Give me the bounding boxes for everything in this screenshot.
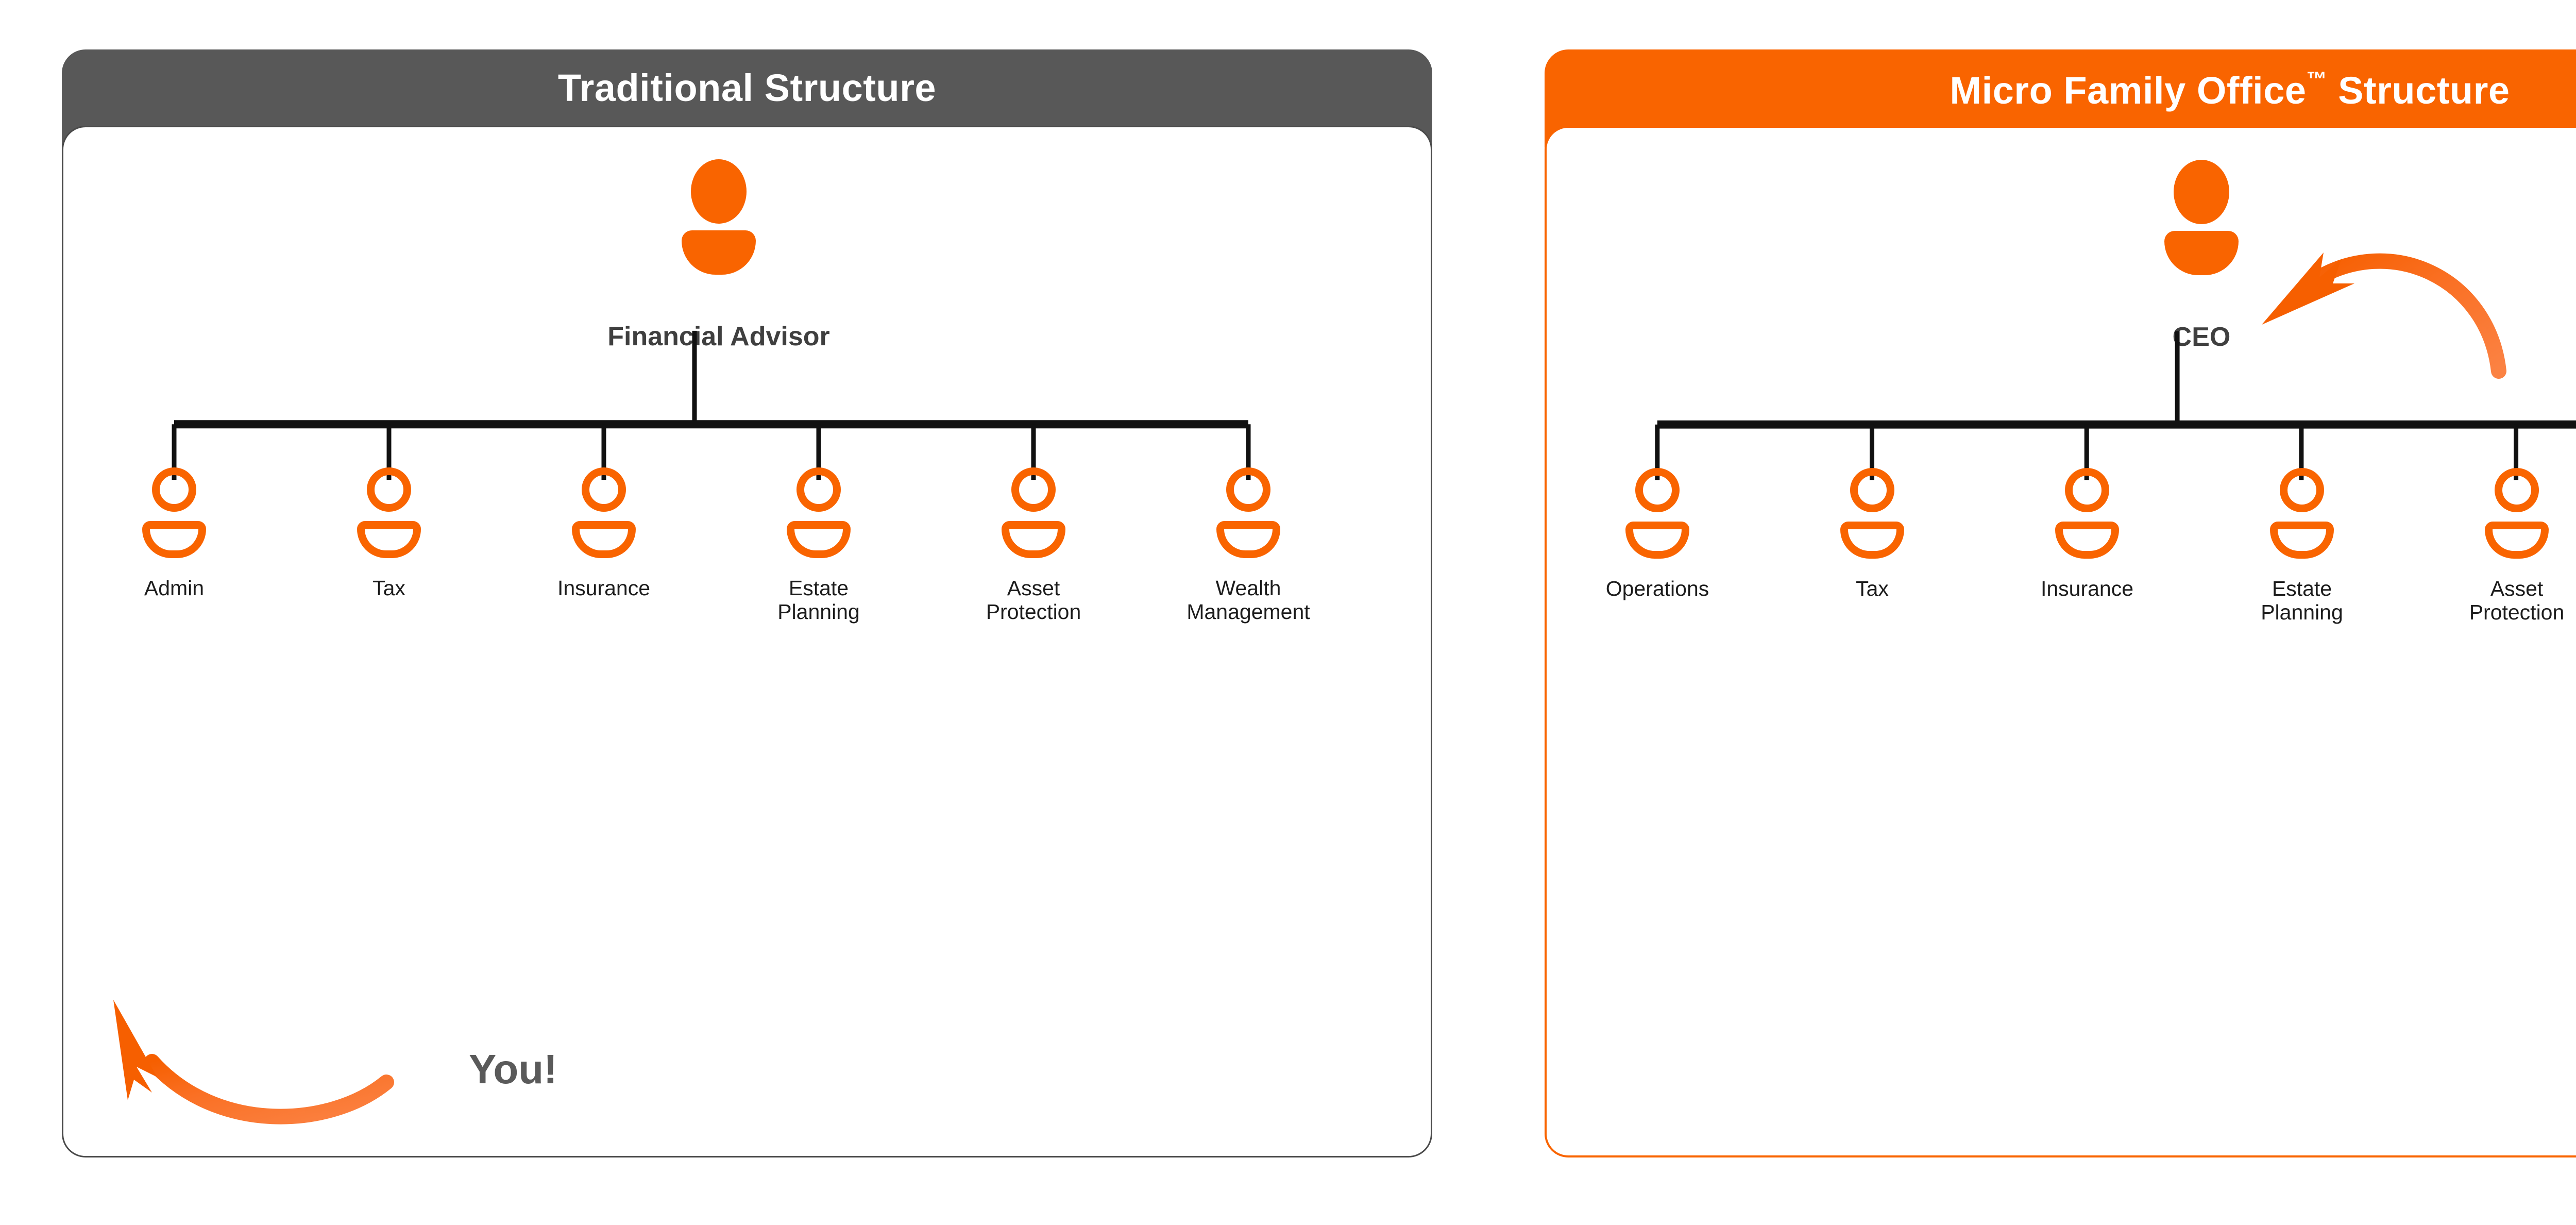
panel-traditional-structure: Traditional Structure Financial Advisor [62,49,1432,1157]
person-head-shape [1226,467,1270,512]
org-child-label: Tax [1856,577,1889,600]
person-body-shape [1002,521,1065,558]
org-child-label: Insurance [2040,577,2134,600]
curved-arrow-up-left-icon [113,1000,394,1125]
callout-label: You! [469,1046,557,1092]
panel-title-micro-family-office: Micro Family Office™ Structure [1950,69,2510,110]
person-head-shape [2280,468,2324,512]
person-body-shape [572,521,636,558]
panel-body-traditional: Financial Advisor [62,126,1432,1157]
org-child-tax: Tax [1787,468,1957,601]
person-body-shape [142,521,206,558]
person-outline-icon [1840,468,1904,559]
org-child-label: Estate Planning [777,576,860,624]
org-child-label: Estate Planning [2261,577,2343,624]
org-root-ceo: CEO [1518,160,2576,350]
org-child-insurance: Insurance [519,467,689,600]
org-child-asset-protection: Asset Protection [948,467,1118,624]
person-body-shape [2055,522,2119,559]
org-child-label: Tax [372,576,405,600]
person-filled-icon [677,159,760,275]
person-head-shape [2174,160,2229,224]
person-body-shape [2164,231,2239,275]
panel-body-micro-family-office: CEO [1545,126,2576,1157]
person-head-shape [1850,468,1894,512]
panel-micro-family-office-structure: Micro Family Office™ Structure CEO [1545,49,2576,1157]
person-head-shape [2495,468,2539,512]
person-head-shape [152,467,196,512]
org-child-insurance: Insurance [2002,468,2172,601]
person-body-shape [2485,522,2549,559]
person-body-shape [1216,521,1280,558]
org-child-estate-planning: Estate Planning [734,467,904,624]
org-child-tax: Tax [304,467,474,600]
person-head-shape [691,159,747,224]
person-outline-icon [787,467,851,558]
org-root-label: CEO [2172,322,2231,352]
org-child-label: Operations [1605,577,1709,600]
person-body-shape [2270,522,2334,559]
org-children-row-traditional: Admin Tax Insuranc [63,467,1431,684]
org-child-estate-planning: Estate Planning [2217,468,2387,625]
person-head-shape [1011,467,1056,512]
trademark-icon: ™ [2306,68,2328,91]
person-outline-icon [142,467,206,558]
person-body-shape [682,230,756,275]
person-outline-icon [1002,467,1065,558]
org-child-wealth-management: Wealth Management [1163,467,1333,624]
panel-title-main: Micro Family Office [1950,69,2307,112]
curved-arrow-down-left-icon [2262,253,2506,379]
person-outline-icon [2055,468,2119,559]
org-child-label: Asset Protection [2469,577,2565,624]
org-root-label: Financial Advisor [607,322,830,351]
panel-title-suffix: Structure [2327,69,2510,112]
panel-title-traditional: Traditional Structure [557,66,937,109]
person-head-shape [582,467,626,512]
person-body-shape [1840,522,1904,559]
person-outline-icon [572,467,636,558]
person-outline-icon [1625,468,1689,559]
person-head-shape [367,467,411,512]
person-head-shape [2065,468,2109,512]
person-body-shape [357,521,421,558]
person-head-shape [796,467,841,512]
person-outline-icon [357,467,421,558]
org-child-label: Wealth Management [1187,576,1310,624]
org-child-label: Admin [144,576,205,600]
org-child-admin: Admin [89,467,259,600]
org-child-label: Asset Protection [986,576,1081,624]
person-outline-icon [2485,468,2549,559]
person-body-shape [787,521,851,558]
person-outline-icon [2270,468,2334,559]
person-filled-icon [2160,160,2243,275]
person-body-shape [1625,522,1689,559]
org-child-asset-protection: Asset Protection [2432,468,2576,625]
callout-you-micro-family-office: You! [2251,222,2576,392]
org-root-financial-advisor: Financial Advisor [35,159,1402,350]
org-child-label: Insurance [557,576,651,600]
person-head-shape [1635,468,1680,512]
callout-you-traditional: You! [62,984,557,1139]
org-children-row-micro-family-office: Operations Tax Ins [1547,468,2576,684]
person-outline-icon [1216,467,1280,558]
org-child-operations: Operations [1572,468,1742,601]
